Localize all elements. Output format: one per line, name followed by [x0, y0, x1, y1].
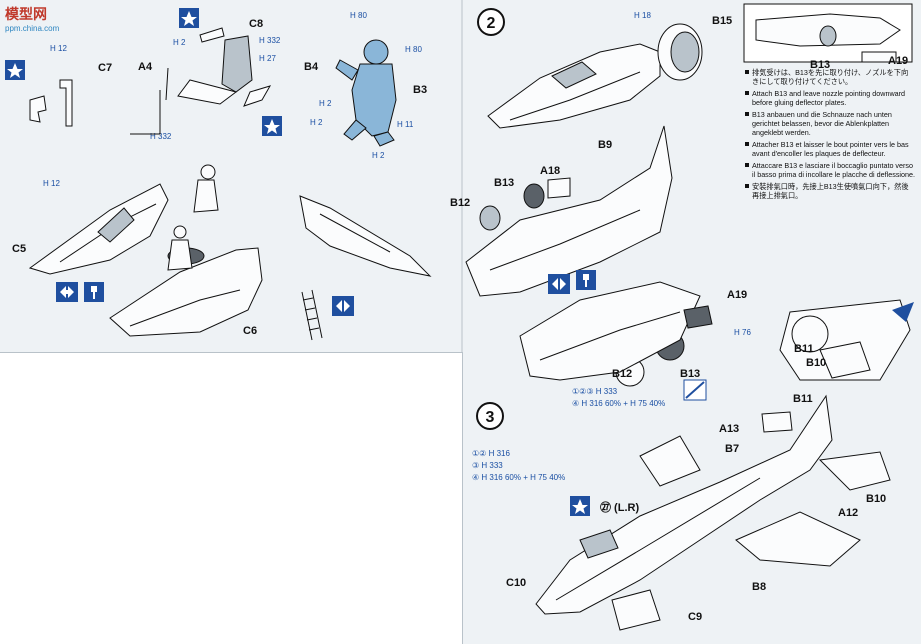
label-b3: B3 [413, 84, 427, 96]
part-c8-seat-drawing [177, 27, 272, 107]
paint-h2: H 2 [173, 38, 186, 47]
pilot-figure-drawing [335, 39, 397, 147]
part-a4-stick [165, 67, 169, 101]
note-french: Attacher B13 et laisser le bout pointer … [745, 140, 915, 158]
label-b7: B7 [725, 443, 739, 455]
star-icon [179, 8, 199, 28]
svg-text:2: 2 [487, 15, 496, 32]
star-icon [5, 60, 25, 80]
paint-mix-step3-b: ③ H 333 [472, 461, 503, 470]
label-c5: C5 [12, 243, 26, 255]
full-aircraft-drawing [535, 394, 891, 631]
label-decal-lr: ㉗ (L.R) [600, 500, 639, 514]
paint-mix-step2-a: ①②③ H 333 [572, 387, 618, 396]
paint-h11: H 11 [397, 120, 414, 129]
leader-line [130, 90, 161, 135]
double-arrow-icon [332, 296, 354, 316]
svg-text:3: 3 [486, 409, 495, 426]
part-c7-drawing [29, 79, 73, 127]
label-b11: B11 [793, 393, 813, 405]
paint-h80: H 80 [405, 45, 422, 54]
label-b13: B13 [494, 177, 514, 189]
intake-cover-b15-drawing [657, 23, 703, 81]
star-icon [570, 496, 590, 516]
instruction-notes: 排気受けは、B13を先に取り付け、ノズルを下向きにして取り付けてください。 At… [745, 68, 915, 203]
paint-h12: H 12 [50, 44, 67, 53]
note-german: B13 anbauen und die Schnauze nach unten … [745, 110, 915, 137]
paint-h12: H 12 [43, 179, 60, 188]
label-c7: C7 [98, 62, 112, 74]
paint-h2: H 2 [319, 99, 332, 108]
double-arrow-icon [56, 282, 78, 302]
label-c6: C6 [243, 325, 257, 337]
label-a13: A13 [719, 423, 739, 435]
label-a4: A4 [138, 61, 153, 73]
watermark-logo: 模型网 ppm.china.com [5, 4, 59, 33]
label-b11: B11 [794, 343, 814, 355]
seated-pilot-drawing [167, 164, 219, 271]
paint-mix-step3-c: ④ H 316 60% + H 75 40% [472, 473, 565, 482]
step-3-marker: 3 [476, 402, 504, 430]
label-b4: B4 [304, 61, 319, 73]
label-b12: B12 [612, 368, 632, 380]
glue-marker-icon [576, 270, 596, 290]
star-icon [262, 116, 282, 136]
watermark-site: ppm.china.com [5, 24, 60, 33]
glue-marker-icon [84, 282, 104, 302]
fuselage-b9-drawing [465, 125, 673, 297]
step-2-marker: 2 [477, 8, 505, 36]
note-italian: Attaccare B13 e lasciare il boccaglio pu… [745, 161, 915, 179]
nose-cockpit-drawing [487, 43, 661, 129]
note-chinese: 安裝排氣口時，先接上B13生使噴氣口向下，然後再接上排氣口。 [745, 182, 915, 200]
label-c9: C9 [688, 611, 702, 623]
label-a19: A19 [727, 289, 747, 301]
note-japanese: 排気受けは、B13を先に取り付け、ノズルを下向きにして取り付けてください。 [745, 68, 915, 86]
watermark-brand: 模型网 [5, 6, 47, 22]
paint-h27: H 27 [259, 54, 276, 63]
paint-h332: H 332 [150, 132, 172, 141]
paint-h18: H 18 [634, 11, 651, 20]
label-c10: C10 [506, 577, 526, 589]
label-b10: B10 [806, 357, 826, 369]
paint-h2: H 2 [310, 118, 323, 127]
label-a12: A12 [838, 507, 858, 519]
label-b13: B13 [810, 59, 830, 71]
part-a18-drawing [547, 177, 571, 199]
paint-h2: H 2 [372, 151, 385, 160]
label-b13: B13 [680, 368, 700, 380]
label-b10: B10 [866, 493, 886, 505]
label-b15: B15 [712, 15, 732, 27]
label-b9: B9 [598, 139, 612, 151]
blank-area [0, 352, 463, 644]
boarding-ladder-drawing [301, 289, 323, 341]
label-a18: A18 [540, 165, 560, 177]
paint-h80: H 80 [350, 11, 367, 20]
label-b8: B8 [752, 581, 766, 593]
note-english: Attach B13 and leave nozzle pointing dow… [745, 89, 915, 107]
inset-b13-drawing [743, 3, 913, 63]
paint-mix-step2-b: ④ H 316 60% + H 75 40% [572, 399, 665, 408]
paint-h76: H 76 [734, 328, 751, 337]
nose-section-drawing [299, 195, 432, 277]
label-b12: B12 [450, 197, 470, 209]
label-a19: A19 [888, 55, 908, 67]
no-glue-icon [683, 379, 707, 401]
paint-h332: H 332 [259, 36, 281, 45]
label-c8: C8 [249, 18, 263, 30]
fuselage-c5-drawing [28, 183, 169, 275]
paint-mix-step3-a: ①② H 316 [472, 449, 510, 458]
double-arrow-icon [548, 274, 570, 294]
inset-b11-drawing [779, 299, 914, 381]
lower-fuselage-drawing [519, 281, 713, 381]
